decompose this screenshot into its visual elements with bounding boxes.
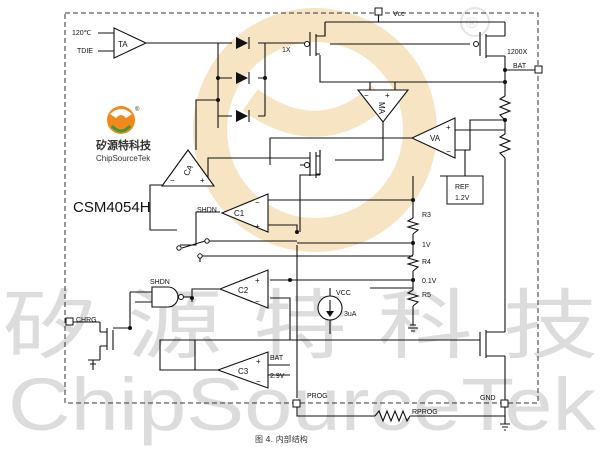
- prog-pin-square: [292, 399, 301, 408]
- r4-label: R4: [422, 259, 431, 266]
- c3-label: C3: [238, 367, 249, 376]
- bat-resistors: [498, 95, 512, 159]
- gnd-label: GND: [480, 395, 496, 402]
- figure-caption: 图 4. 内部结构: [255, 434, 308, 444]
- svg-text:−: −: [255, 297, 260, 306]
- ref-label: REF: [455, 184, 469, 191]
- svg-text:−: −: [364, 91, 369, 100]
- chrg-pin-square: [65, 317, 74, 326]
- ma-label: MA: [377, 102, 386, 115]
- prog-label: PROG: [307, 393, 328, 400]
- ratio-1x-label: 1X: [282, 47, 291, 54]
- gnd-pin-square: [500, 399, 509, 408]
- r5-label: R5: [422, 292, 431, 299]
- temp-label: 120℃: [72, 30, 92, 37]
- chrg-nmos: CHRG: [76, 317, 114, 350]
- watermark: ® 矽 源 特 科 技 ChipSourceTek: [2, 7, 598, 446]
- svg-text:+: +: [200, 176, 205, 185]
- c2-label: C2: [238, 286, 249, 295]
- bat-pin-label: BAT: [513, 63, 527, 70]
- rprog-label: RPROG: [412, 409, 438, 416]
- ta-label: TA: [118, 40, 128, 49]
- mode-switch: [176, 238, 210, 259]
- c3-ref-label: 2.9V: [270, 373, 285, 380]
- current-source-3ua: VCC 3uA: [317, 290, 357, 321]
- ref-block: REF 1.2V: [446, 175, 484, 205]
- svg-text:+: +: [446, 123, 451, 132]
- nmos-prog: [479, 330, 505, 358]
- chip-boundary: [64, 12, 539, 404]
- chrg-label: CHRG: [76, 317, 97, 324]
- rprog-resistor: PROG RPROG GND: [307, 393, 496, 423]
- logo-registered-mark: ®: [135, 106, 140, 113]
- pmos-1x: 1X: [282, 22, 326, 56]
- junction-dots: [128, 68, 507, 330]
- resistor-ladder: R3 1V R4 0.1V R5: [406, 212, 437, 307]
- tap-01v-label: 0.1V: [422, 278, 437, 285]
- svg-text:+: +: [255, 276, 260, 285]
- c2-comparator: C2 + −: [218, 269, 269, 309]
- watermark-en-text: ChipSourceTek: [8, 363, 597, 446]
- pmos-1200x: 1200X BAT: [473, 32, 528, 70]
- c1-label: C1: [234, 209, 245, 218]
- svg-text:−: −: [446, 147, 451, 156]
- brand-cn-name: 矽源特科技: [96, 138, 152, 152]
- tdie-label: TDIE: [77, 48, 93, 55]
- ta-amplifier: TA 120℃ TDIE: [72, 27, 148, 59]
- svg-text:+: +: [255, 222, 260, 231]
- chipsourcetek-logo: ® 矽源特科技 ChipSourceTek: [96, 106, 152, 163]
- vcc-source-label: VCC: [336, 290, 351, 297]
- nand-gate: SHDN: [150, 279, 192, 308]
- svg-text:−: −: [255, 198, 260, 207]
- part-number: CSM4054H: [73, 199, 151, 216]
- vcc-top-label: Vcc: [393, 11, 405, 18]
- ca-amplifier: CA − +: [160, 149, 216, 187]
- c1-comparator: C1 − + SHDN: [197, 193, 269, 233]
- ref-voltage: 1.2V: [455, 195, 470, 202]
- shdn-2-label: SHDN: [150, 279, 170, 286]
- brand-en-name: ChipSourceTek: [96, 154, 151, 163]
- watermark-registered-mark: ®: [466, 15, 478, 32]
- ratio-1200x-label: 1200X: [507, 49, 528, 56]
- watermark-logo-ring: [193, 8, 437, 252]
- svg-text:+: +: [385, 91, 390, 100]
- shdn-1-label: SHDN: [197, 207, 217, 214]
- current-3ua-label: 3uA: [344, 311, 357, 318]
- r3-label: R3: [422, 212, 431, 219]
- ma-amplifier: + − MA: [356, 89, 410, 123]
- svg-text:−: −: [170, 176, 175, 185]
- c3-bat-label: BAT: [270, 355, 284, 362]
- va-label: VA: [430, 134, 441, 143]
- diode-string: [236, 37, 250, 122]
- watermark-cn-text: 矽 源 特 科 技: [2, 281, 598, 370]
- va-amplifier: VA + −: [410, 117, 456, 159]
- bat-pin-square: [534, 65, 543, 74]
- tap-1v-label: 1V: [422, 242, 431, 249]
- pmos-sense: [304, 150, 321, 178]
- vcc-pin: Vcc: [374, 7, 405, 22]
- pins: [65, 65, 543, 408]
- c3-comparator: C3 + − BAT 2.9V: [216, 351, 285, 389]
- svg-text:+: +: [256, 357, 261, 366]
- svg-text:−: −: [256, 377, 261, 386]
